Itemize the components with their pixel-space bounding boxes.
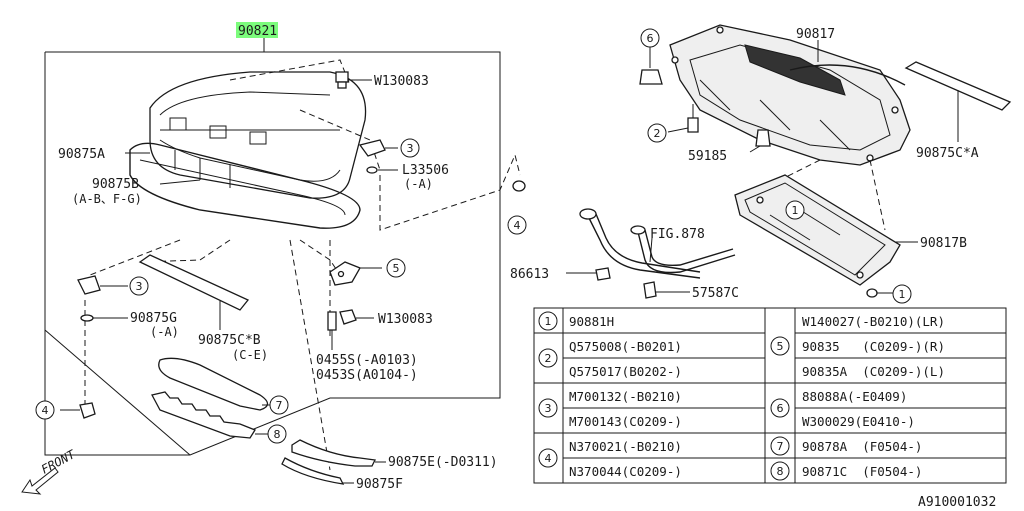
legend-num-5: 5 [777, 340, 784, 353]
air-duct-assembly [669, 24, 911, 166]
label-90875e: 90875E(-D0311) [388, 455, 498, 470]
label-l33506-sub: (-A) [404, 177, 433, 191]
hood-scoop [149, 71, 367, 199]
label-fig878: FIG.878 [650, 227, 705, 242]
label-90817: 90817 [796, 27, 835, 42]
legend-num-1: 1 [545, 315, 552, 328]
legend-row-2a: Q575008(-B0201) [569, 339, 682, 354]
label-90875b: 90875B [92, 177, 139, 192]
label-90875b-sub: (A-B、F-G) [72, 192, 142, 206]
legend-row-5c: 90835A (C0209-)(L) [802, 364, 945, 379]
legend-row-8: 90871C (F0504-) [802, 464, 922, 479]
label-0453s: 0453S(A0104-) [316, 368, 418, 383]
callout-4-right: 4 [514, 219, 521, 232]
legend-row-1a: 90881H [569, 314, 614, 329]
assembly-outline [44, 51, 501, 456]
drawing-id: A910001032 [918, 495, 996, 510]
label-0455s: 0455S(-A0103) [316, 353, 418, 368]
label-l33506: L33506 [402, 163, 449, 178]
part-number-highlight [236, 22, 278, 38]
label-90817b: 90817B [920, 236, 967, 251]
legend-num-8: 8 [777, 465, 784, 478]
label-90875g-sub: (-A) [150, 325, 179, 339]
label-90875a: 90875A [58, 147, 105, 162]
label-57587c: 57587C [692, 286, 739, 301]
legend-row-4a: N370021(-B0210) [569, 439, 682, 454]
label-w130083-bottom: W130083 [378, 312, 433, 327]
callout-1-bottom: 1 [899, 288, 906, 301]
callout-5: 5 [393, 262, 400, 275]
legend-num-6: 6 [777, 402, 784, 415]
legend-row-4b: N370044(C0209-) [569, 464, 682, 479]
callout-6: 6 [647, 32, 654, 45]
label-90875cb: 90875C*B [198, 333, 261, 348]
part-number-label: 90821 [238, 24, 277, 39]
callout-8: 8 [274, 428, 281, 441]
legend-row-7: 90878A (F0504-) [802, 439, 922, 454]
part-8-seal [151, 391, 256, 439]
legend-num-3: 3 [545, 402, 552, 415]
label-86613: 86613 [510, 267, 549, 282]
clip-w130083-top [335, 71, 349, 89]
legend-row-6a: 88088A(-E0409) [802, 389, 907, 404]
legend-num-2: 2 [545, 352, 552, 365]
callout-3-top: 3 [407, 142, 414, 155]
legend-row-5b: 90835 (C0209-)(R) [802, 339, 945, 354]
scoop-gasket [129, 142, 361, 229]
label-59185: 59185 [688, 149, 727, 164]
legend-num-7: 7 [777, 440, 784, 453]
legend-num-4: 4 [545, 452, 552, 465]
label-90875g: 90875G [130, 311, 177, 326]
label-90875ca: 90875C*A [916, 146, 979, 161]
label-90875f: 90875F [356, 477, 403, 492]
label-w130083-top: W130083 [374, 74, 429, 89]
callout-4-left: 4 [42, 404, 49, 417]
legend-table [533, 307, 1007, 484]
front-arrow [21, 467, 59, 495]
lower-tray [734, 174, 901, 286]
legend-row-6b: W300029(E0410-) [802, 414, 915, 429]
drain-hoses [579, 208, 736, 299]
callout-3-bottom: 3 [136, 280, 143, 293]
callout-1-tray: 1 [792, 204, 799, 217]
callout-2-diagram: 2 [654, 127, 661, 140]
legend-row-2b: Q575017(B0202-) [569, 364, 682, 379]
legend-row-3b: M700143(C0209-) [569, 414, 682, 429]
label-90875cb-sub: (C-E) [232, 348, 268, 362]
legend-row-3a: M700132(-B0210) [569, 389, 682, 404]
legend-row-5a: W140027(-B0210)(LR) [802, 314, 945, 329]
callout-7: 7 [276, 399, 283, 412]
